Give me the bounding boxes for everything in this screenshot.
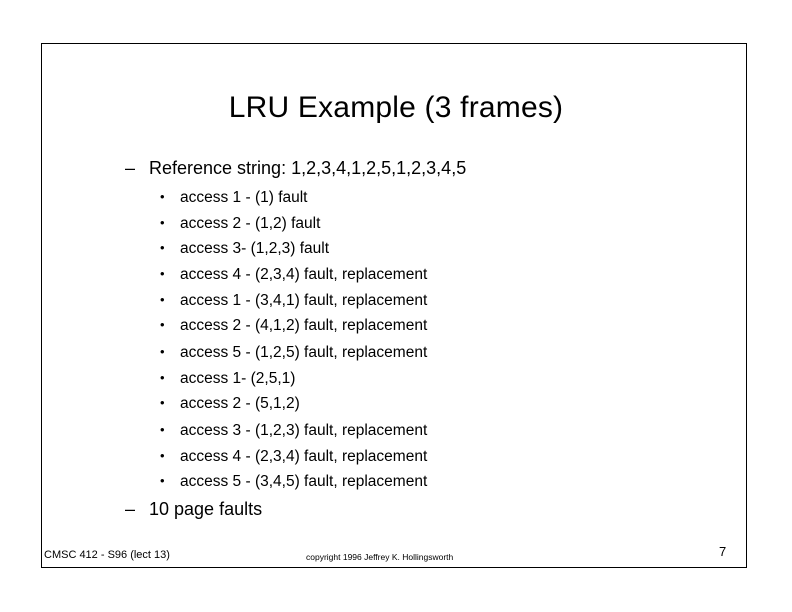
list-item: • access 1- (2,5,1) <box>160 368 295 389</box>
access-text: access 3- (1,2,3) fault <box>180 240 330 257</box>
bullet-marker: • <box>160 370 165 385</box>
list-item: • access 3 - (1,2,3) fault, replacement <box>160 420 427 441</box>
access-text: access 5 - (3,4,5) fault, replacement <box>180 473 428 490</box>
list-item: • access 2 - (1,2) fault <box>160 213 320 234</box>
course-footer: CMSC 412 - S96 (lect 13) <box>44 549 170 561</box>
dash-marker: – <box>125 158 136 178</box>
page-faults-summary-item: –10 page faults <box>125 498 262 520</box>
bullet-marker: • <box>160 448 165 463</box>
bullet-marker: • <box>160 189 165 204</box>
slide-title: LRU Example (3 frames) <box>228 91 564 124</box>
copyright-footer: copyright 1996 Jeffrey K. Hollingsworth <box>306 552 454 562</box>
page-faults-summary-text: 10 page faults <box>149 499 263 519</box>
access-text: access 4 - (2,3,4) fault, replacement <box>180 266 428 283</box>
bullet-marker: • <box>160 395 165 410</box>
list-item: • access 2 - (4,1,2) fault, replacement <box>160 315 427 336</box>
list-item: • access 4 - (2,3,4) fault, replacement <box>160 264 427 285</box>
bullet-marker: • <box>160 317 165 332</box>
list-item: • access 2 - (5,1,2) <box>160 393 300 414</box>
bullet-marker: • <box>160 240 165 255</box>
access-text: access 4 - (2,3,4) fault, replacement <box>180 448 428 465</box>
access-text: access 2 - (5,1,2) <box>180 395 300 412</box>
list-item: • access 3- (1,2,3) fault <box>160 238 329 259</box>
bullet-marker: • <box>160 344 165 359</box>
list-item: • access 5 - (3,4,5) fault, replacement <box>160 471 427 492</box>
access-text: access 1 - (3,4,1) fault, replacement <box>180 292 428 309</box>
bullet-marker: • <box>160 266 165 281</box>
reference-string-item: –Reference string: 1,2,3,4,1,2,5,1,2,3,4… <box>125 157 466 179</box>
access-text: access 1- (2,5,1) <box>180 370 296 387</box>
list-item: • access 4 - (2,3,4) fault, replacement <box>160 446 427 467</box>
access-text: access 3 - (1,2,3) fault, replacement <box>180 422 428 439</box>
slide-frame <box>41 43 747 568</box>
list-item: • access 1 - (3,4,1) fault, replacement <box>160 290 427 311</box>
access-text: access 5 - (1,2,5) fault, replacement <box>180 344 428 361</box>
list-item: • access 1 - (1) fault <box>160 187 308 208</box>
dash-marker: – <box>125 499 136 519</box>
reference-string-text: Reference string: 1,2,3,4,1,2,5,1,2,3,4,… <box>149 158 467 178</box>
access-text: access 2 - (1,2) fault <box>180 215 321 232</box>
page-number: 7 <box>719 544 727 559</box>
bullet-marker: • <box>160 292 165 307</box>
bullet-marker: • <box>160 215 165 230</box>
access-text: access 1 - (1) fault <box>180 189 308 206</box>
bullet-marker: • <box>160 473 165 488</box>
bullet-marker: • <box>160 422 165 437</box>
access-text: access 2 - (4,1,2) fault, replacement <box>180 317 428 334</box>
list-item: • access 5 - (1,2,5) fault, replacement <box>160 342 427 363</box>
